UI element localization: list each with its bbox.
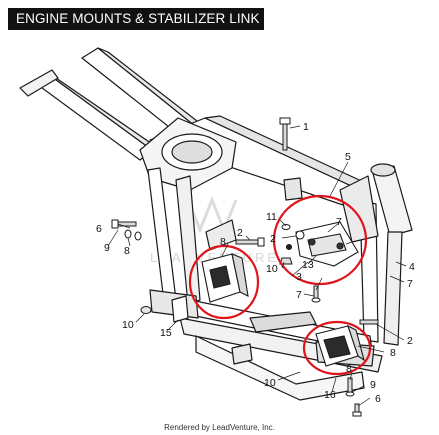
callout-2-left: 2	[237, 227, 243, 239]
callout-5: 5	[345, 151, 351, 163]
callout-7-right: 7	[407, 278, 413, 290]
callout-8-bottom: 8	[346, 363, 352, 375]
credit-text: Rendered by LeadVenture, Inc.	[164, 423, 275, 432]
callout-16: 16	[324, 389, 336, 401]
callout-2-right: 2	[407, 335, 413, 347]
callout-2-top: 2	[270, 233, 276, 245]
callout-8-front: 8	[390, 347, 396, 359]
callout-15: 15	[160, 327, 172, 339]
callout-1: 1	[303, 121, 309, 133]
callout-8-left: 8	[124, 245, 130, 257]
leader-lines	[107, 125, 407, 407]
callout-10-left: 10	[122, 319, 134, 331]
callout-8-rear: 8	[220, 236, 226, 248]
highlight-rear-mount	[188, 244, 260, 320]
callout-7-mid: 7	[296, 289, 302, 301]
diagram-title: ENGINE MOUNTS & STABILIZER LINK	[8, 8, 264, 30]
callout-9-bottom: 9	[370, 379, 376, 391]
highlight-circles	[188, 194, 372, 376]
rear-engine-mount	[201, 253, 249, 303]
stabilizer-link	[285, 221, 359, 267]
callout-10-top: 10	[266, 263, 278, 275]
callout-4: 4	[409, 261, 415, 273]
highlight-front-mount	[302, 320, 372, 376]
front-engine-mount	[315, 324, 365, 367]
callout-6-bottom: 6	[375, 393, 381, 405]
callout-13: 13	[302, 259, 314, 271]
watermark-logo	[186, 195, 238, 235]
callout-11: 11	[266, 211, 277, 223]
callout-6-left: 6	[96, 223, 102, 235]
hardware	[111, 117, 379, 417]
callout-7-top: 7	[336, 216, 342, 228]
callout-9-left: 9	[104, 242, 110, 254]
callout-labels: 1 5 6 9 8 2 8 11 2 10 7 13 3 7 4 7 10 15…	[96, 121, 415, 405]
highlight-stabilizer-link	[272, 194, 368, 286]
frame	[19, 47, 413, 401]
callout-3: 3	[296, 271, 302, 283]
callout-10-bottom: 10	[264, 377, 276, 389]
